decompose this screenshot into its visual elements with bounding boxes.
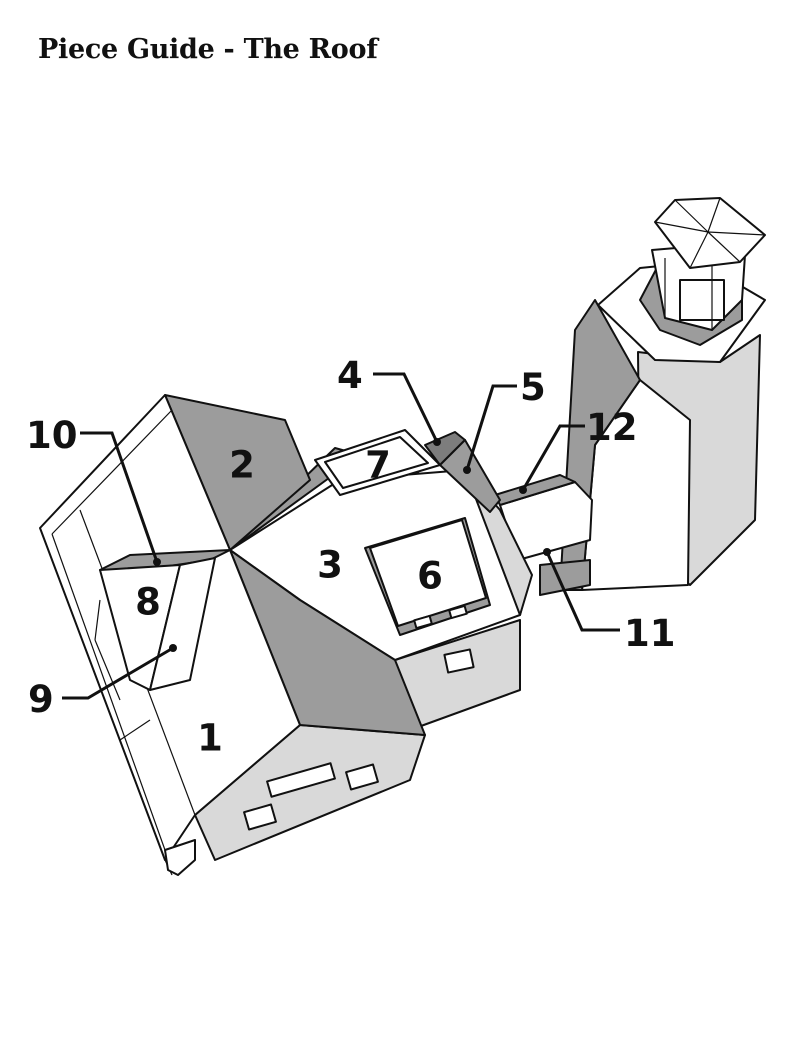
- gutter: [164, 839, 196, 876]
- front-window-long: [266, 762, 336, 798]
- label-11: 11: [624, 612, 676, 655]
- label-10: 10: [26, 414, 78, 457]
- connector-roof: [494, 474, 593, 596]
- piece-6-glass: [369, 519, 487, 627]
- piece-5-roof: [439, 439, 501, 513]
- lighthouse-tower: [559, 197, 766, 591]
- leader-12: [519, 424, 585, 494]
- leader-9: [62, 644, 177, 700]
- label-12: 12: [586, 406, 638, 449]
- label-2: 2: [229, 444, 255, 487]
- label-7: 7: [365, 444, 391, 487]
- label-5: 5: [520, 366, 546, 409]
- label-1: 1: [197, 717, 223, 760]
- label-6: 6: [417, 555, 443, 598]
- leader-5: [463, 384, 517, 474]
- dormer-8-9-10: [99, 549, 231, 691]
- dormer-4-5: [424, 431, 501, 513]
- leader-10: [80, 431, 161, 566]
- rear-window: [443, 648, 475, 674]
- front-window-small: [243, 803, 277, 831]
- leader-4: [373, 372, 441, 446]
- skylight-6: [364, 517, 491, 636]
- skylight-7: [314, 429, 441, 496]
- label-4: 4: [337, 354, 363, 397]
- label-8: 8: [135, 581, 161, 624]
- connector-wall: [539, 559, 591, 596]
- rear-building: [394, 619, 521, 731]
- label-3: 3: [317, 544, 343, 587]
- front-window-small-2: [345, 763, 379, 791]
- piece-7-glass: [324, 436, 429, 489]
- piece-9-face: [149, 557, 216, 691]
- page-title: Piece Guide - The Roof: [38, 34, 378, 65]
- leader-11: [543, 548, 620, 632]
- lantern-window: [679, 279, 725, 321]
- label-9: 9: [28, 678, 54, 721]
- front-building: [194, 724, 426, 861]
